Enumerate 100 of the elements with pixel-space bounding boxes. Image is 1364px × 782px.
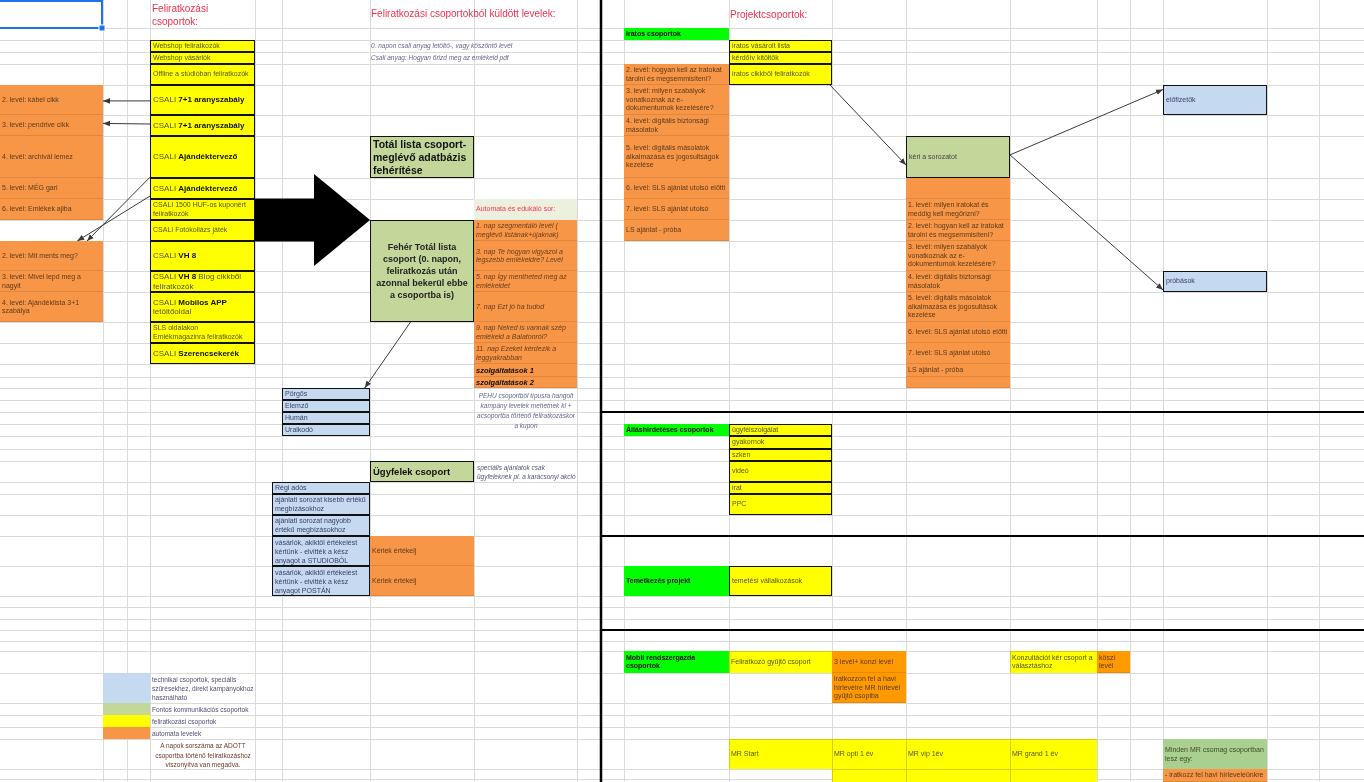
segment-cell xyxy=(282,400,370,412)
group-cell xyxy=(729,739,832,769)
email-cell xyxy=(906,199,1010,220)
section-title: Feliratkozási csoportokból küldött levelek: xyxy=(371,8,556,21)
group-cell xyxy=(729,494,832,515)
segment-cell xyxy=(282,412,370,424)
group-name: CSALI Ajándéktervező xyxy=(152,152,239,162)
group-cell xyxy=(1010,769,1097,782)
group-cell xyxy=(832,739,906,769)
email-cell xyxy=(906,178,1010,199)
email-cell xyxy=(0,199,103,220)
group-name: CSALI 7+1 aranyszabály xyxy=(152,95,246,105)
project-heading-cell xyxy=(624,651,729,673)
email-cell xyxy=(474,364,577,377)
email-cell xyxy=(370,566,474,596)
group-name: CSALI 7+1 aranyszabály xyxy=(152,120,246,131)
email-cell xyxy=(906,343,1010,364)
email-cell xyxy=(0,292,103,322)
email-cell xyxy=(906,220,1010,241)
email-cell xyxy=(832,651,906,673)
email-cell xyxy=(906,241,1010,271)
segment-cell xyxy=(282,388,370,400)
email-cell xyxy=(370,536,474,566)
email-cell xyxy=(0,136,103,178)
group-cell xyxy=(1010,739,1097,769)
group-cell xyxy=(150,136,255,178)
group-cell xyxy=(150,241,255,271)
group-cell xyxy=(832,769,906,782)
email-cell xyxy=(906,364,1010,377)
email-cell xyxy=(624,115,729,136)
group-name: CSALI Ajándéktervező xyxy=(152,183,239,194)
group-cell xyxy=(729,482,832,494)
email-cell xyxy=(624,199,729,220)
email-cell xyxy=(0,271,103,292)
email-cell xyxy=(0,178,103,199)
segment-cell xyxy=(272,566,370,596)
arrow xyxy=(364,321,412,389)
email-cell xyxy=(906,271,1010,292)
group-cell xyxy=(150,178,255,199)
sequence-heading-cell xyxy=(474,199,577,220)
group-cell xyxy=(729,449,832,461)
group-cell xyxy=(150,85,255,115)
group-cell xyxy=(729,566,832,596)
section-title: Projektcsoportok: xyxy=(730,9,808,22)
note-cell xyxy=(1163,739,1267,769)
email-cell xyxy=(624,64,729,85)
main-group-cell xyxy=(906,136,1010,178)
group-cell xyxy=(150,40,255,52)
group-title: Ügyfelek csoport xyxy=(372,466,452,477)
group-cell xyxy=(906,769,1010,782)
email-cell xyxy=(0,241,103,271)
group-cell xyxy=(906,739,1010,769)
email-cell xyxy=(474,271,577,292)
group-cell xyxy=(150,115,255,136)
segment-cell xyxy=(272,515,370,536)
arrow xyxy=(102,120,151,127)
arrow xyxy=(1009,154,1164,291)
email-cell xyxy=(474,322,577,343)
project-heading-cell xyxy=(624,424,729,436)
group-cell xyxy=(150,52,255,64)
email-cell xyxy=(0,85,103,115)
segment-cell xyxy=(1163,271,1267,292)
email-cell xyxy=(474,220,577,241)
group-cell xyxy=(729,436,832,449)
project-heading-cell xyxy=(624,566,729,596)
email-cell xyxy=(906,292,1010,322)
main-group-cell xyxy=(370,461,474,482)
arrow xyxy=(102,98,151,104)
segment-cell xyxy=(272,482,370,494)
email-cell xyxy=(474,241,577,271)
group-title: Fehér Totál lista csoport (0. napon, feliratkozás után azonnal bekerül ebbe a csoportba is) xyxy=(375,241,469,301)
email-cell xyxy=(624,220,729,241)
section-title: Feliratkozási csoportok: xyxy=(152,3,210,28)
email-cell xyxy=(0,115,103,136)
group-name: CSALI Mobilos APP letöltőoldal xyxy=(152,297,228,317)
group-cell xyxy=(150,292,255,322)
email-cell xyxy=(624,178,729,199)
arrow xyxy=(1009,89,1164,156)
group-cell xyxy=(150,343,255,364)
arrow xyxy=(829,84,907,166)
email-cell xyxy=(624,85,729,115)
group-cell xyxy=(150,64,255,85)
main-group-cell xyxy=(370,220,474,322)
arrow xyxy=(86,176,151,242)
group-cell xyxy=(150,271,255,292)
email-cell xyxy=(474,377,577,388)
group-cell xyxy=(729,651,832,673)
group-name: CSALI Szerencsekerék xyxy=(152,348,240,359)
group-cell xyxy=(150,199,255,220)
segment-cell xyxy=(272,536,370,566)
group-cell xyxy=(729,64,832,85)
email-cell xyxy=(906,377,1010,388)
group-title: Totál lista csoport-meglévő adatbázis fehérítése xyxy=(372,137,468,177)
group-cell xyxy=(729,424,832,436)
segment-cell xyxy=(1163,85,1267,115)
group-cell xyxy=(150,220,255,241)
group-cell xyxy=(150,322,255,343)
group-cell xyxy=(729,40,832,52)
group-name: CSALI VH 8 Blog cikkből feliratkozók xyxy=(152,272,243,291)
arrow xyxy=(76,195,151,242)
